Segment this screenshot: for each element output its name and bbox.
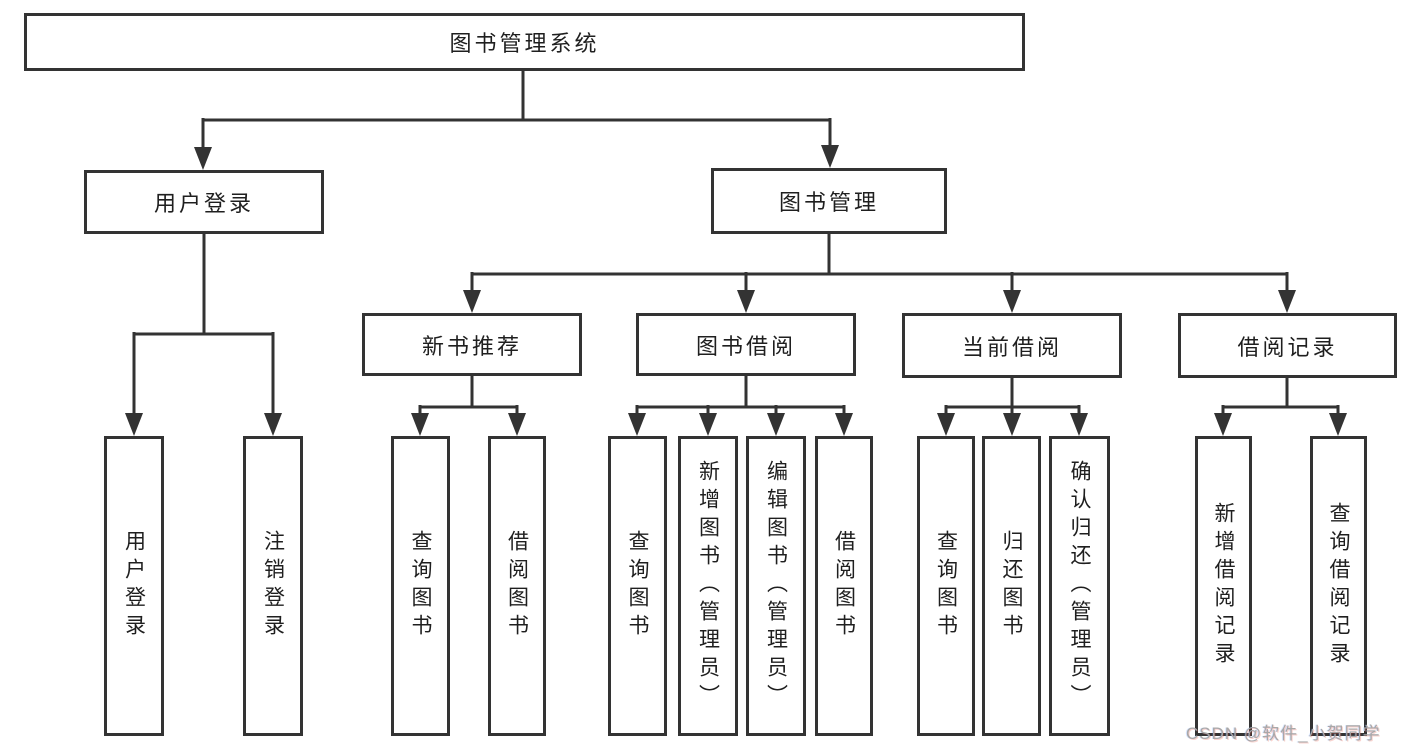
node-label: 新增图书（管理员） bbox=[696, 460, 720, 712]
leaf-cb-confirm-return-admin: 确认归还（管理员） bbox=[1049, 436, 1110, 736]
leaf-logout: 注销登录 bbox=[243, 436, 303, 736]
leaf-cb-return-books: 归还图书 bbox=[982, 436, 1041, 736]
node-label: 查询图书 bbox=[626, 530, 649, 642]
leaf-br-query-record: 查询借阅记录 bbox=[1310, 436, 1367, 736]
leaf-cb-query-books: 查询图书 bbox=[917, 436, 975, 736]
node-borrowing-records: 借阅记录 bbox=[1178, 313, 1397, 378]
leaf-nbr-query-books: 查询图书 bbox=[391, 436, 450, 736]
node-label: 图书借阅 bbox=[695, 333, 796, 359]
node-label: 编辑图书（管理员） bbox=[764, 460, 788, 712]
node-label: 当前借阅 bbox=[961, 334, 1062, 360]
node-label: 注销登录 bbox=[261, 530, 285, 642]
node-user-login: 用户登录 bbox=[84, 170, 324, 234]
node-label: 归还图书 bbox=[1000, 530, 1023, 642]
node-label: 查询借阅记录 bbox=[1327, 502, 1350, 670]
csdn-watermark: CSDN @软件_小贺同学 bbox=[1186, 724, 1381, 743]
node-book-borrowing: 图书借阅 bbox=[636, 313, 856, 376]
leaf-bb-query-books: 查询图书 bbox=[608, 436, 667, 736]
leaf-bb-edit-books-admin: 编辑图书（管理员） bbox=[746, 436, 806, 736]
leaf-bb-borrow-books: 借阅图书 bbox=[815, 436, 873, 736]
node-label: 借阅图书 bbox=[505, 530, 529, 642]
leaf-bb-add-books-admin: 新增图书（管理员） bbox=[678, 436, 738, 736]
node-label: 图书管理系统 bbox=[449, 31, 600, 56]
node-label: 新书推荐 bbox=[421, 333, 522, 359]
node-new-book-recommend: 新书推荐 bbox=[362, 313, 582, 376]
node-label: 确认归还（管理员） bbox=[1068, 460, 1091, 712]
node-label: 用户登录 bbox=[122, 530, 146, 642]
node-label: 图书管理 bbox=[778, 190, 879, 215]
leaf-nbr-borrow-books: 借阅图书 bbox=[488, 436, 546, 736]
node-label: 新增借阅记录 bbox=[1212, 502, 1235, 670]
leaf-br-add-record: 新增借阅记录 bbox=[1195, 436, 1252, 736]
node-root: 图书管理系统 bbox=[24, 13, 1025, 71]
node-book-management: 图书管理 bbox=[711, 168, 947, 234]
node-label: 查询图书 bbox=[409, 530, 432, 642]
node-label: 借阅记录 bbox=[1237, 334, 1338, 360]
node-label: 用户登录 bbox=[153, 191, 254, 216]
node-label: 借阅图书 bbox=[832, 530, 856, 642]
node-current-borrowing: 当前借阅 bbox=[902, 313, 1122, 378]
node-label: 查询图书 bbox=[934, 530, 958, 642]
leaf-user-login: 用户登录 bbox=[104, 436, 164, 736]
